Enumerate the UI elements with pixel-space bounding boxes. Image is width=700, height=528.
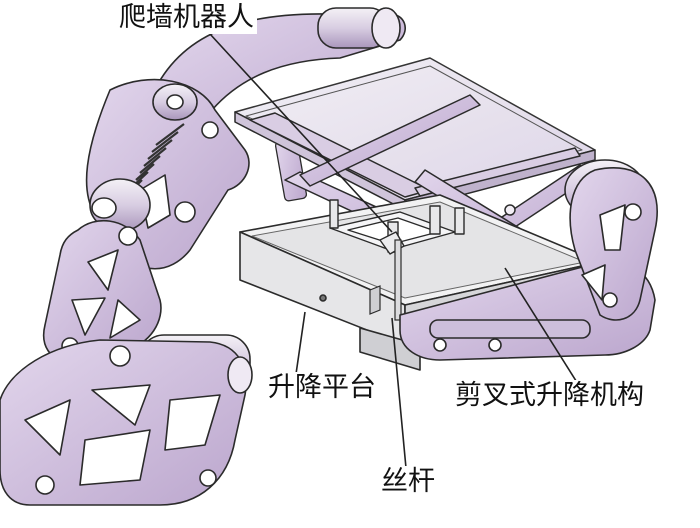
label-lead-screw: 丝杆 bbox=[378, 466, 438, 498]
leader-lines bbox=[209, 33, 579, 469]
left-track-foot bbox=[0, 334, 253, 506]
label-scissor-lift-mechanism: 剪叉式升降机构 bbox=[452, 380, 647, 412]
leader-robot bbox=[209, 33, 393, 233]
label-wall-climbing-robot: 爬墙机器人 bbox=[116, 2, 257, 34]
right-track-unit bbox=[399, 159, 658, 361]
leader-lift-platform bbox=[295, 311, 306, 375]
leader-screw bbox=[391, 317, 407, 469]
label-lift-platform: 升降平台 bbox=[265, 372, 379, 404]
lead-screw bbox=[369, 239, 402, 321]
wall-climbing-robot-body bbox=[329, 199, 465, 255]
leader-scissor bbox=[504, 267, 579, 385]
